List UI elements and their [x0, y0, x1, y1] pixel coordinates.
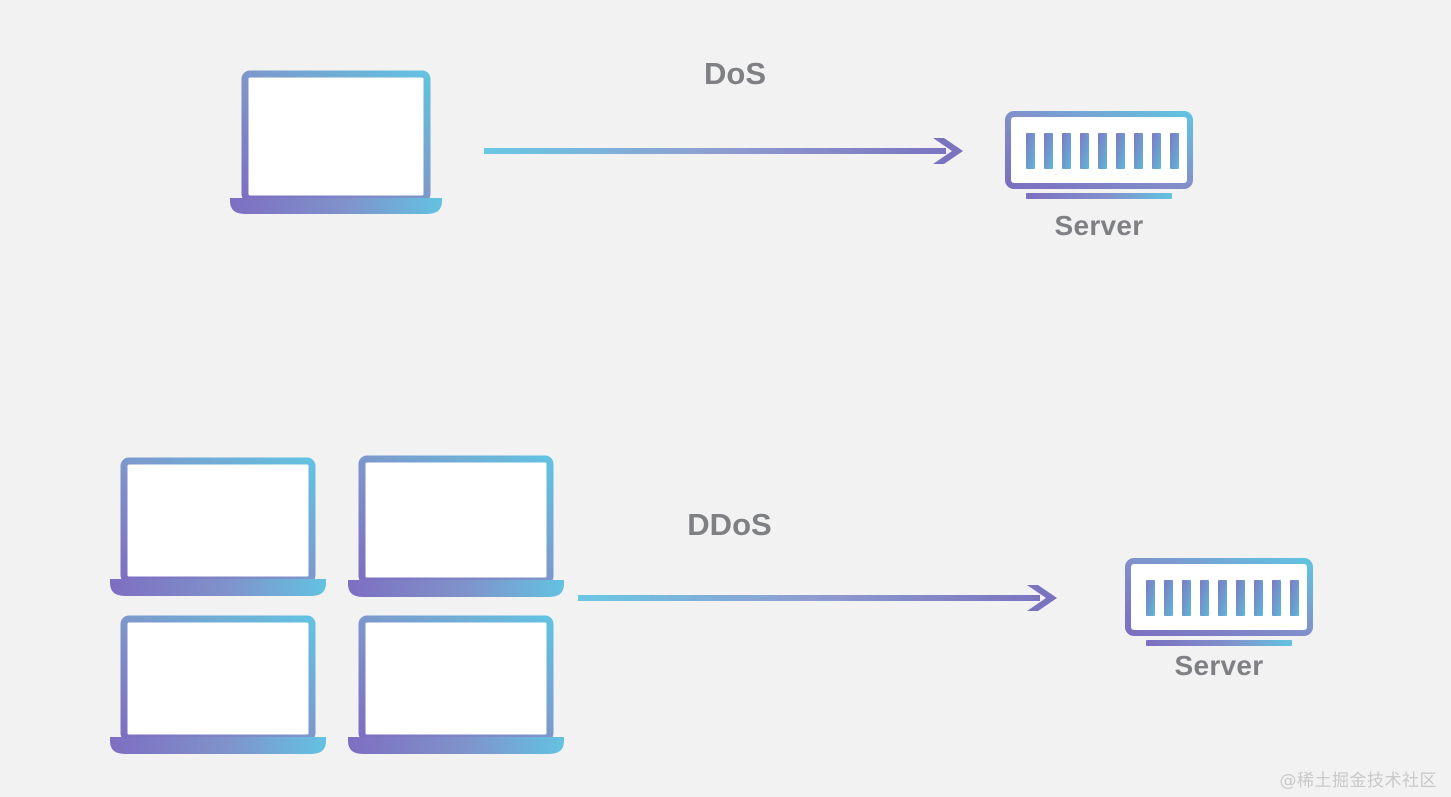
laptop-icon-dos-1 — [228, 70, 444, 215]
server-icon-ddos — [1124, 557, 1314, 649]
arrow-dos — [484, 131, 974, 171]
laptop-icon-ddos-1 — [108, 457, 328, 597]
server-icon-dos — [1004, 110, 1194, 202]
server-label-ddos: Server — [1174, 650, 1264, 681]
flow-label-dos: DoS — [704, 56, 766, 91]
watermark: @稀土掘金技术社区 — [1279, 771, 1437, 791]
laptop-icon-ddos-4 — [346, 615, 566, 755]
laptop-icon-ddos-2 — [346, 455, 566, 598]
arrow-ddos — [578, 578, 1068, 618]
flow-label-ddos: DDoS — [687, 507, 772, 542]
server-label-dos: Server — [1054, 210, 1144, 241]
laptop-icon-ddos-3 — [108, 615, 328, 755]
